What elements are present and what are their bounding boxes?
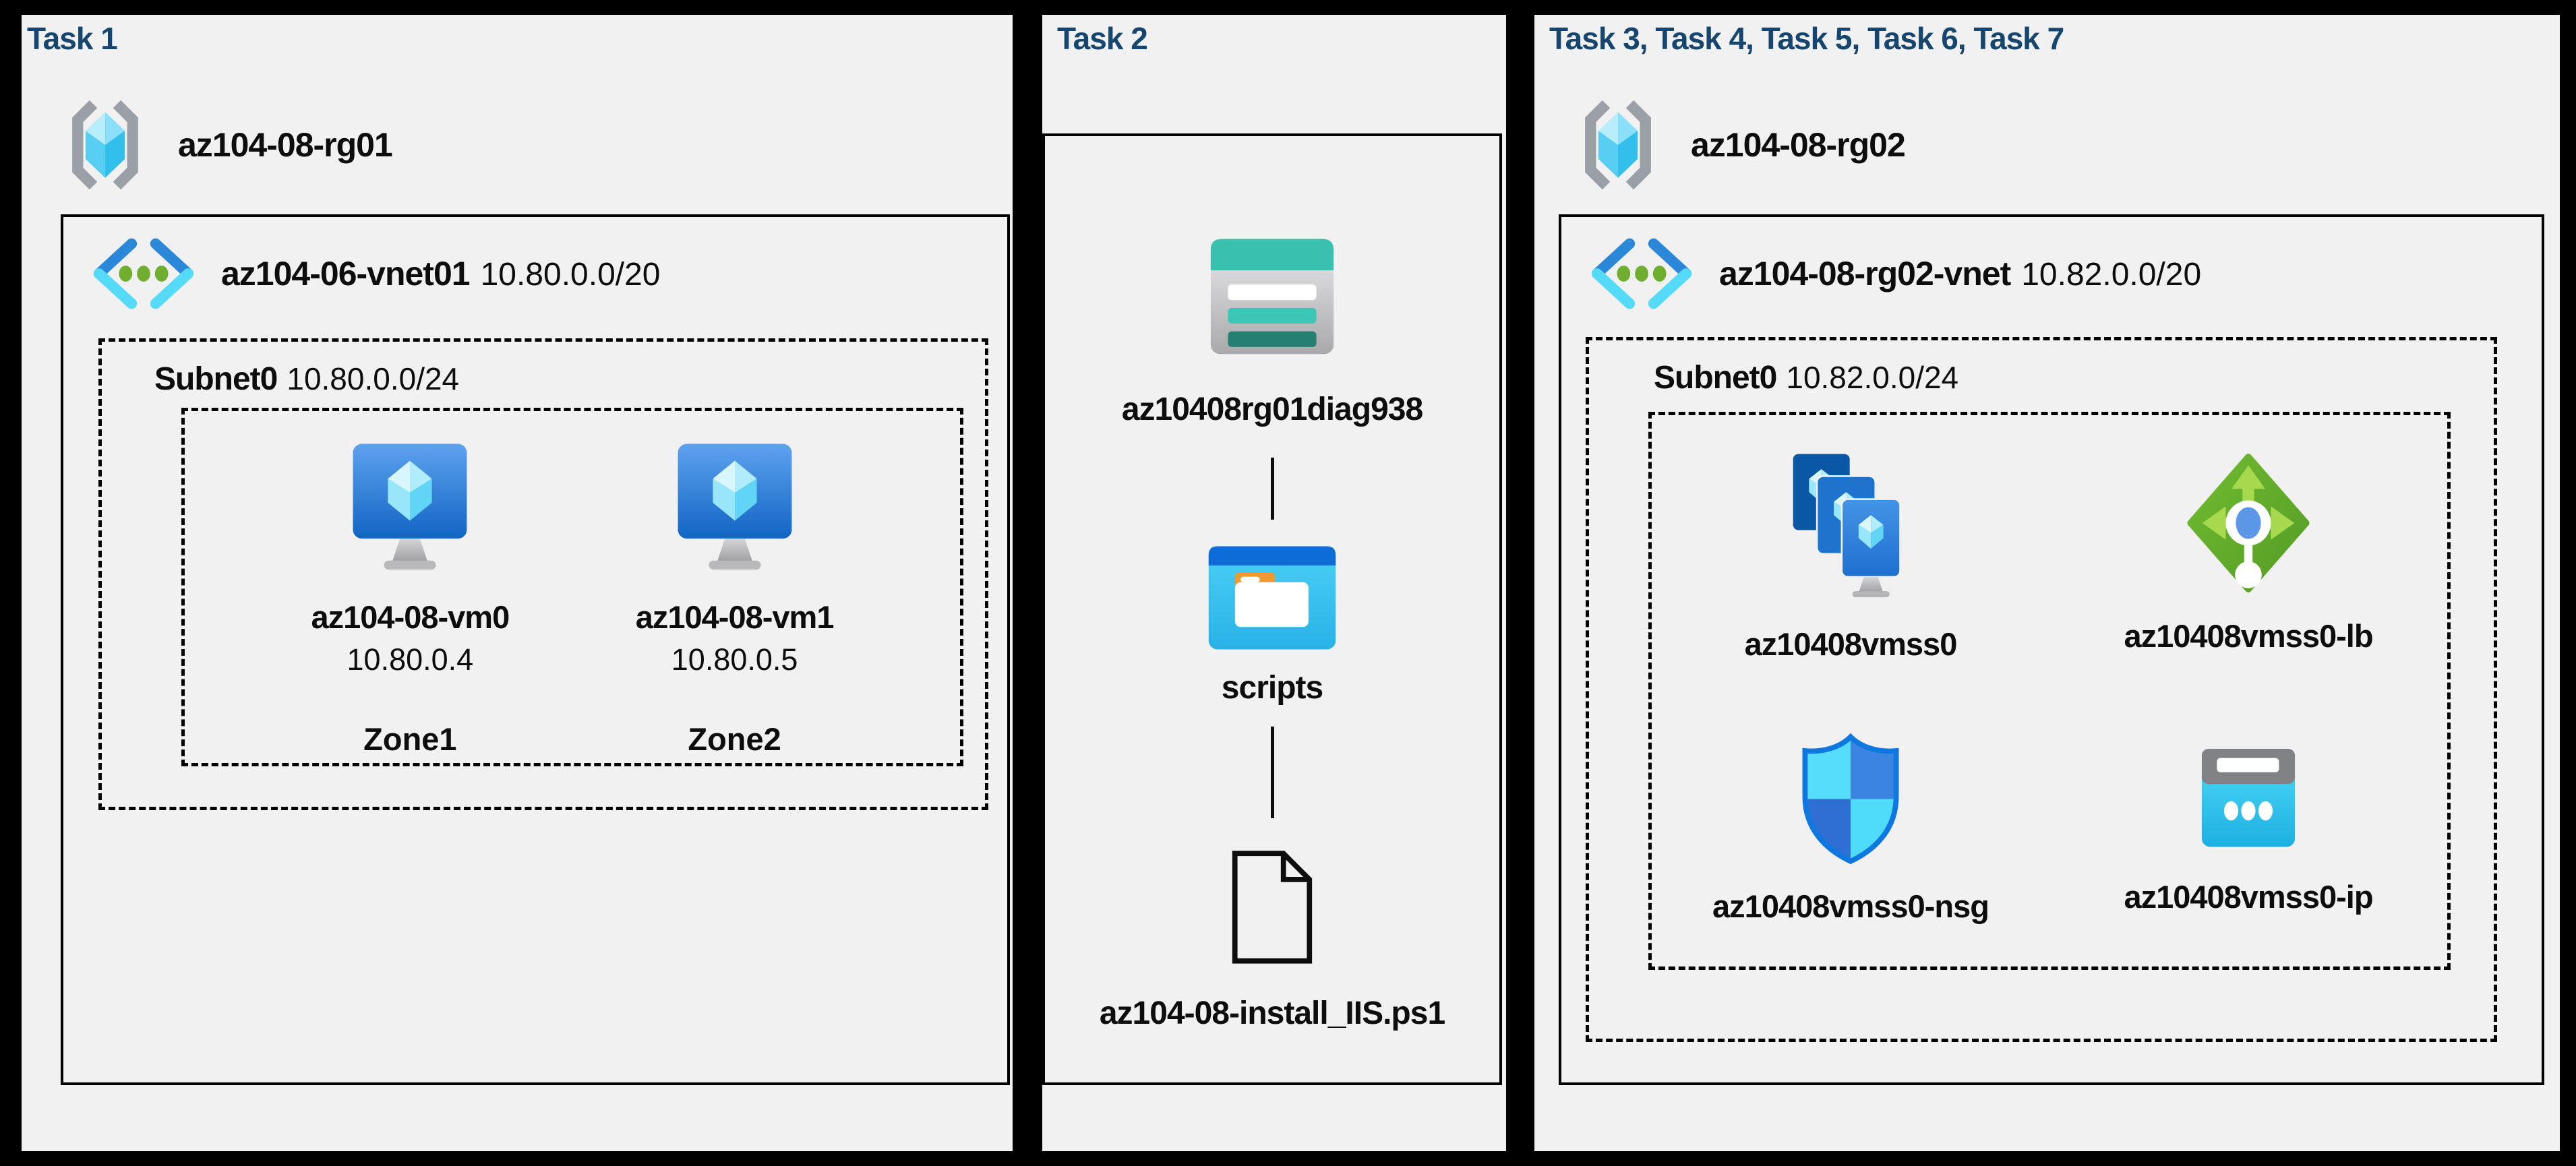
nsg-name: az10408vmss0-nsg [1712,888,1989,924]
storage-account-icon [1210,239,1334,355]
virtual-network-icon [1591,238,1692,309]
vmss-card: az10408vmss0 [1745,443,1957,663]
task2-title: Task 2 [1057,21,1148,56]
public-ip-card: az10408vmss0-ip [2124,742,2374,915]
vnet-name: az104-06-vnet01 [221,255,471,293]
network-security-group-icon [1802,733,1899,864]
public-ip-name: az10408vmss0-ip [2124,879,2373,915]
connector-line [1270,727,1274,818]
file-name: az104-08-install_IIS.ps1 [1099,995,1445,1031]
connector-line [1270,458,1274,520]
virtual-network-icon [93,238,194,309]
resource-group-icon [1585,100,1651,190]
storage-account-name: az10408rg01diag938 [1121,392,1423,427]
task2-panel: Task 2 az10408rg01diag938 scripts [1036,8,1513,1158]
subnet0-label: Subnet0 10.82.0.0/24 [1654,359,1958,396]
vnet-cidr: 10.80.0.0/20 [480,257,661,293]
vm0-card: az104-08-vm0 10.80.0.4 Zone1 [311,441,510,758]
load-balancer-icon [2187,454,2310,592]
vm-ip: 10.80.0.4 [347,642,474,677]
load-balancer-name: az10408vmss0-lb [2124,618,2373,654]
vm-name: az104-08-vm1 [635,599,835,635]
vmss-resources-box: az10408vmss0 az1040 [1648,412,2451,970]
vm-scale-set-icon [1791,452,1901,598]
task3-7-panel: Task 3, Task 4, Task 5, Task 6, Task 7 a… [1528,8,2567,1158]
task1-title: Task 1 [27,21,118,56]
public-ip-icon [2201,748,2296,847]
resource-group-rg02: az104-08-rg02 [1575,94,1906,195]
subnet-cidr: 10.80.0.0/24 [287,361,460,396]
vm-name: az104-08-vm0 [311,599,510,635]
vm1-card: az104-08-vm1 10.80.0.5 Zone2 [636,441,834,758]
subnet0-box-rg02: Subnet0 10.82.0.0/24 [1586,337,2497,1042]
vnet02-box: az104-08-rg02-vnet 10.82.0.0/20 Subnet0 10… [1559,214,2544,1085]
container-name: scripts [1221,670,1323,706]
resource-group-name: az104-08-rg01 [178,126,393,164]
vm-zone: Zone2 [688,721,781,757]
task1-panel: Task 1 az104-08-rg01 [15,8,1019,1158]
virtual-machine-icon [353,443,467,570]
subnet-name: Subnet0 [154,361,278,397]
vm-zone: Zone1 [363,721,457,757]
vnet02-header: az104-08-rg02-vnet 10.82.0.0/20 [1588,236,2201,311]
load-balancer-card: az10408vmss0-lb [2124,452,2374,654]
subnet0-label: Subnet0 10.80.0.0/24 [154,361,459,398]
vnet-name: az104-08-rg02-vnet [1719,255,2011,293]
vnet-cidr: 10.82.0.0/20 [2021,257,2202,293]
subnet-cidr: 10.82.0.0/24 [1786,360,1959,395]
task3-7-title: Task 3, Task 4, Task 5, Task 6, Task 7 [1549,21,2064,56]
ps1-file-icon [1232,851,1313,964]
nsg-card: az10408vmss0-nsg [1712,733,1989,925]
blob-container-icon [1208,546,1336,650]
vmss-name: az10408vmss0 [1744,626,1958,662]
vm-ip: 10.80.0.5 [671,642,798,677]
resource-group-icon [72,100,138,190]
resource-group-name: az104-08-rg02 [1691,126,1906,164]
availability-zone-box: az104-08-vm0 10.80.0.4 Zone1 [181,408,963,766]
storage-flow-box: az10408rg01diag938 scripts az104-08-inst… [1042,133,1502,1085]
virtual-machine-icon [678,443,792,570]
resource-group-rg01: az104-08-rg01 [62,94,393,195]
subnet-name: Subnet0 [1654,360,1777,396]
